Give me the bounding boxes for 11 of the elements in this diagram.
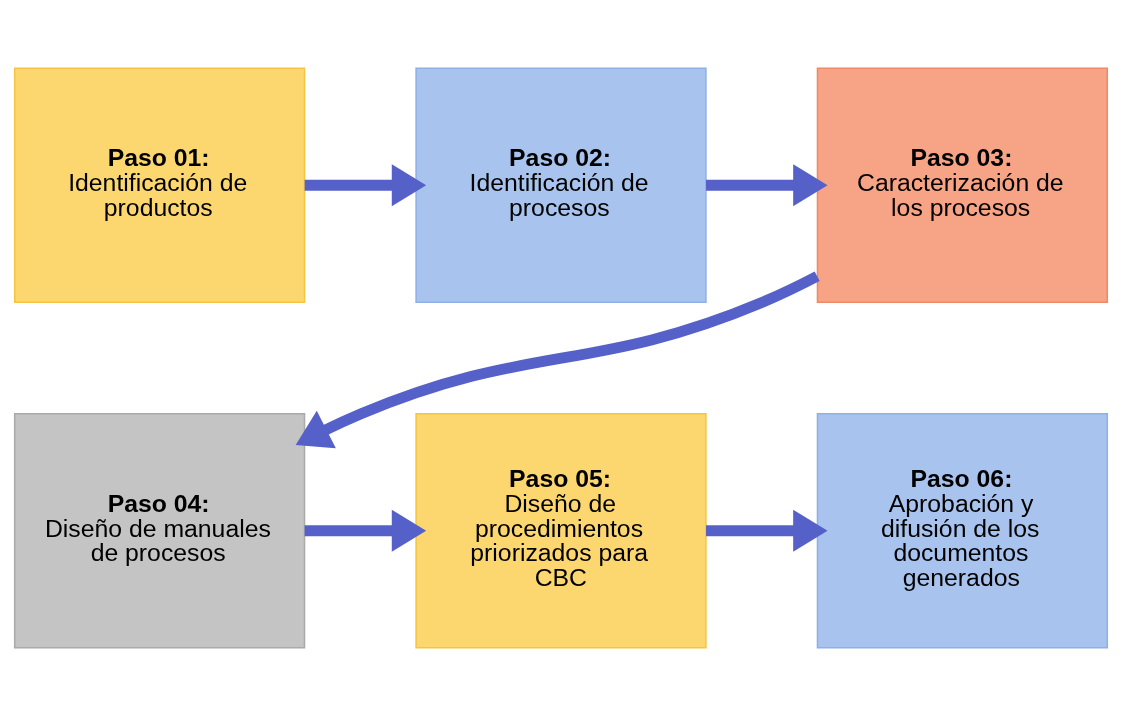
node-box: Paso 02: Identificación de procesos [415,66,707,303]
node-box: Paso 05: Diseño de procedimientos priorizados para CBC [415,412,707,649]
arrow [706,509,828,552]
node-box: Paso 06: Aprobación y difusión de los documentos generados [816,412,1109,649]
node-box: Paso 01: Identificación de productos [13,66,306,303]
arrow [295,270,820,448]
arrow [304,163,427,206]
arrow [706,163,828,206]
node-box: Paso 03: Caracterización de los procesos [816,66,1109,303]
arrow [304,509,427,552]
node-box: Paso 04: Diseño de manuales de procesos [13,412,306,649]
